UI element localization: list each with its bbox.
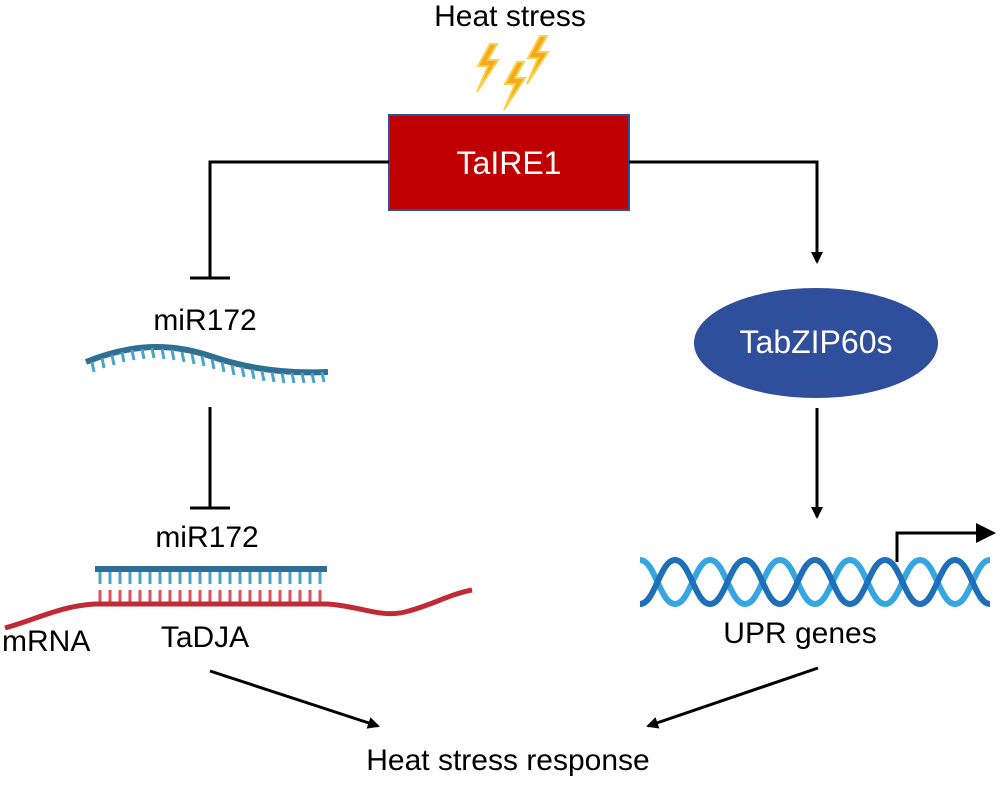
taire1-node: TaIRE1 <box>388 114 630 211</box>
arrow-tadja-to-response <box>209 669 380 729</box>
tabzip60s-label: TabZIP60s <box>740 324 893 360</box>
tabzip60s-node: TabZIP60s <box>694 288 938 398</box>
taire1-label: TaIRE1 <box>457 145 562 181</box>
inhibition-connector-taire1-mir172 <box>190 160 389 280</box>
activation-connector-taire1-tabzip60s <box>629 160 823 264</box>
tadja-label: TaDJA <box>161 621 249 654</box>
mrna-label: mRNA <box>2 625 90 658</box>
upr-genes-label: UPR genes <box>723 617 876 650</box>
mir172-label-top: miR172 <box>153 304 256 337</box>
mirna-mrna-duplex-icon <box>4 566 473 631</box>
heat-stress-label: Heat stress <box>434 0 586 33</box>
mirna-strand-icon <box>84 344 329 384</box>
arrow-upr-to-response <box>646 666 819 729</box>
mir172-label-bottom: miR172 <box>155 521 258 554</box>
inhibition-connector-mir172-tadja <box>190 407 230 510</box>
dna-helix-icon <box>639 556 991 608</box>
lightning-icon <box>476 35 550 111</box>
heat-stress-response-label: Heat stress response <box>366 744 649 777</box>
transcription-start-arrow-icon <box>895 523 996 562</box>
